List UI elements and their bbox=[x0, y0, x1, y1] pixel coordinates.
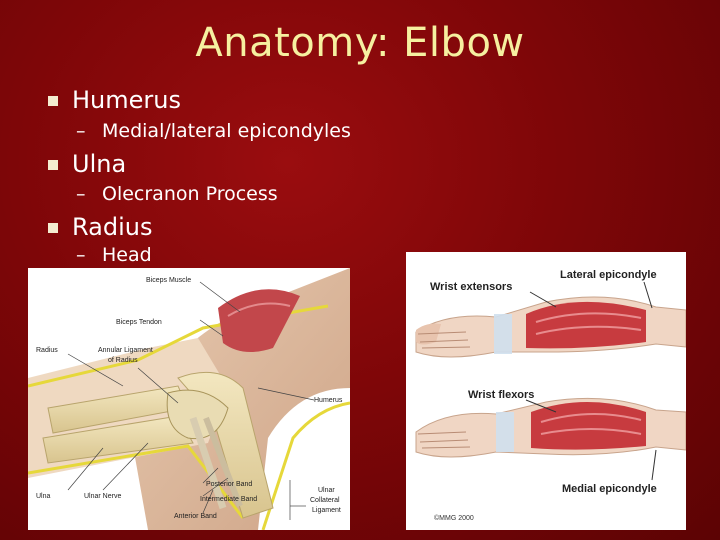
slide-title: Anatomy: Elbow bbox=[195, 20, 525, 66]
sub-bullet-label: Head bbox=[102, 244, 152, 266]
sub-bullet-radius: –Head bbox=[76, 244, 152, 266]
dash-marker: – bbox=[76, 120, 86, 142]
sub-bullet-ulna: –Olecranon Process bbox=[76, 183, 278, 205]
elbow-ligament-illustration: Biceps Muscle Biceps Tendon Radius Annul… bbox=[28, 268, 350, 530]
bullet-label: Ulna bbox=[72, 150, 127, 178]
forearm-muscles-illustration: Wrist extensors Lateral epicondyle Wrist… bbox=[406, 252, 686, 530]
label-ulnar-nerve: Ulnar Nerve bbox=[84, 493, 121, 500]
bullet-square-icon bbox=[48, 223, 58, 233]
label-collateral: Collateral bbox=[310, 497, 340, 504]
dash-marker: – bbox=[76, 183, 86, 205]
label-anterior-band: Anterior Band bbox=[174, 513, 217, 520]
label-intermediate-band: Intermediate Band bbox=[200, 496, 257, 503]
label-annular-ligament: Annular Ligament bbox=[98, 347, 153, 354]
label-ulnar: Ulnar bbox=[318, 487, 335, 494]
bullet-square-icon bbox=[48, 160, 58, 170]
label-copyright: ©MMG 2000 bbox=[434, 514, 474, 522]
label-humerus: Humerus bbox=[314, 397, 343, 404]
bullet-label: Radius bbox=[72, 213, 153, 241]
bullet-square-icon bbox=[48, 96, 58, 106]
label-radius: Radius bbox=[36, 347, 58, 354]
label-ligament: Ligament bbox=[312, 507, 341, 514]
forearm-muscles-drawing: Wrist extensors Lateral epicondyle Wrist… bbox=[406, 252, 686, 530]
label-posterior-band: Posterior Band bbox=[206, 481, 252, 488]
sub-bullet-label: Medial/lateral epicondyles bbox=[102, 120, 351, 142]
sub-bullet-humerus: –Medial/lateral epicondyles bbox=[76, 120, 351, 142]
sub-bullet-label: Olecranon Process bbox=[102, 183, 278, 205]
label-biceps-muscle: Biceps Muscle bbox=[146, 277, 191, 284]
label-lateral-epicondyle: Lateral epicondyle bbox=[560, 269, 657, 281]
label-medial-epicondyle: Medial epicondyle bbox=[562, 483, 657, 495]
label-ulna: Ulna bbox=[36, 493, 51, 500]
label-biceps-tendon: Biceps Tendon bbox=[116, 319, 162, 326]
label-wrist-extensors: Wrist extensors bbox=[430, 281, 512, 293]
dash-marker: – bbox=[76, 244, 86, 266]
elbow-ligament-drawing: Biceps Muscle Biceps Tendon Radius Annul… bbox=[28, 268, 350, 530]
label-wrist-flexors: Wrist flexors bbox=[468, 389, 534, 401]
bullet-label: Humerus bbox=[72, 86, 181, 114]
label-annular-ligament-2: of Radius bbox=[108, 357, 138, 364]
